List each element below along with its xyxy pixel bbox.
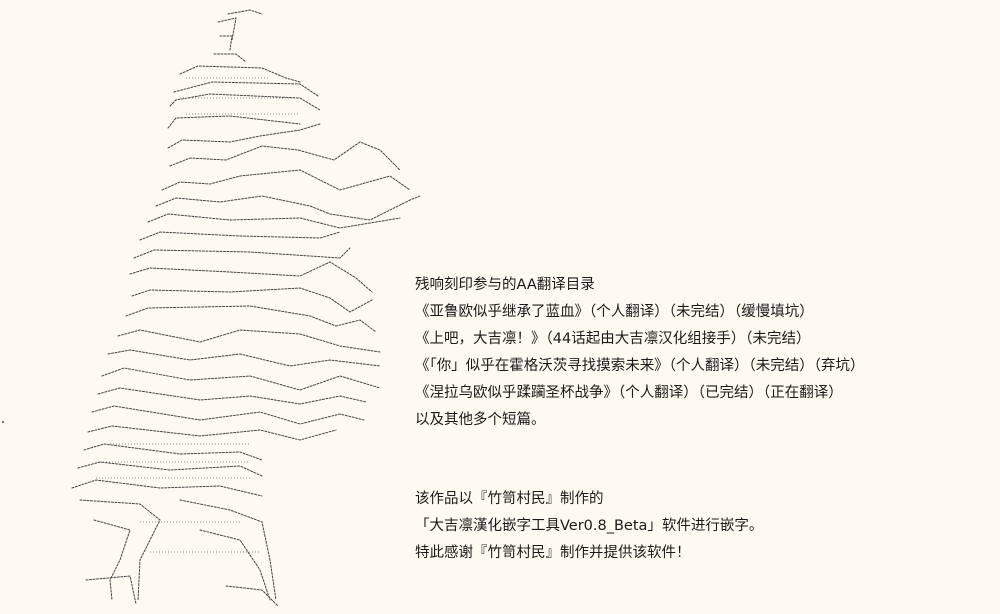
speck <box>2 421 4 423</box>
credits-block: 该作品以『竹笥村民』制作的 「大吉凛漢化嵌字工具Ver0.8_Beta」软件进行… <box>415 486 763 567</box>
translation-catalog: 残响刻印参与的AA翻译目录 《亚鲁欧似乎继承了蓝血》（个人翻译）（未完结）（缓慢… <box>415 272 865 434</box>
catalog-footer: 以及其他多个短篇。 <box>415 412 546 428</box>
ascii-art-figure <box>0 0 420 614</box>
catalog-item-1: 《亚鲁欧似乎继承了蓝血》（个人翻译）（未完结）（缓慢填坑） <box>415 304 814 320</box>
ascii-art-drawing <box>2 9 420 607</box>
credits-line-3: 特此感谢『竹笥村民』制作并提供该软件！ <box>415 545 691 561</box>
catalog-item-2: 《上吧，大吉凛！》（44话起由大吉凛汉化组接手）（未完结） <box>415 331 811 347</box>
credits-line-2: 「大吉凛漢化嵌字工具Ver0.8_Beta」软件进行嵌字。 <box>415 518 764 534</box>
catalog-item-4: 《涅拉乌欧似乎蹂躏圣杯战争》（个人翻译）（已完结）（正在翻译） <box>415 385 843 401</box>
catalog-title: 残响刻印参与的AA翻译目录 <box>415 277 595 293</box>
catalog-item-3: 《「你」似乎在霍格沃茨寻找摸索未来》（个人翻译）（未完结）（弃坑） <box>415 358 865 374</box>
credits-line-1: 该作品以『竹笥村民』制作的 <box>415 491 604 507</box>
